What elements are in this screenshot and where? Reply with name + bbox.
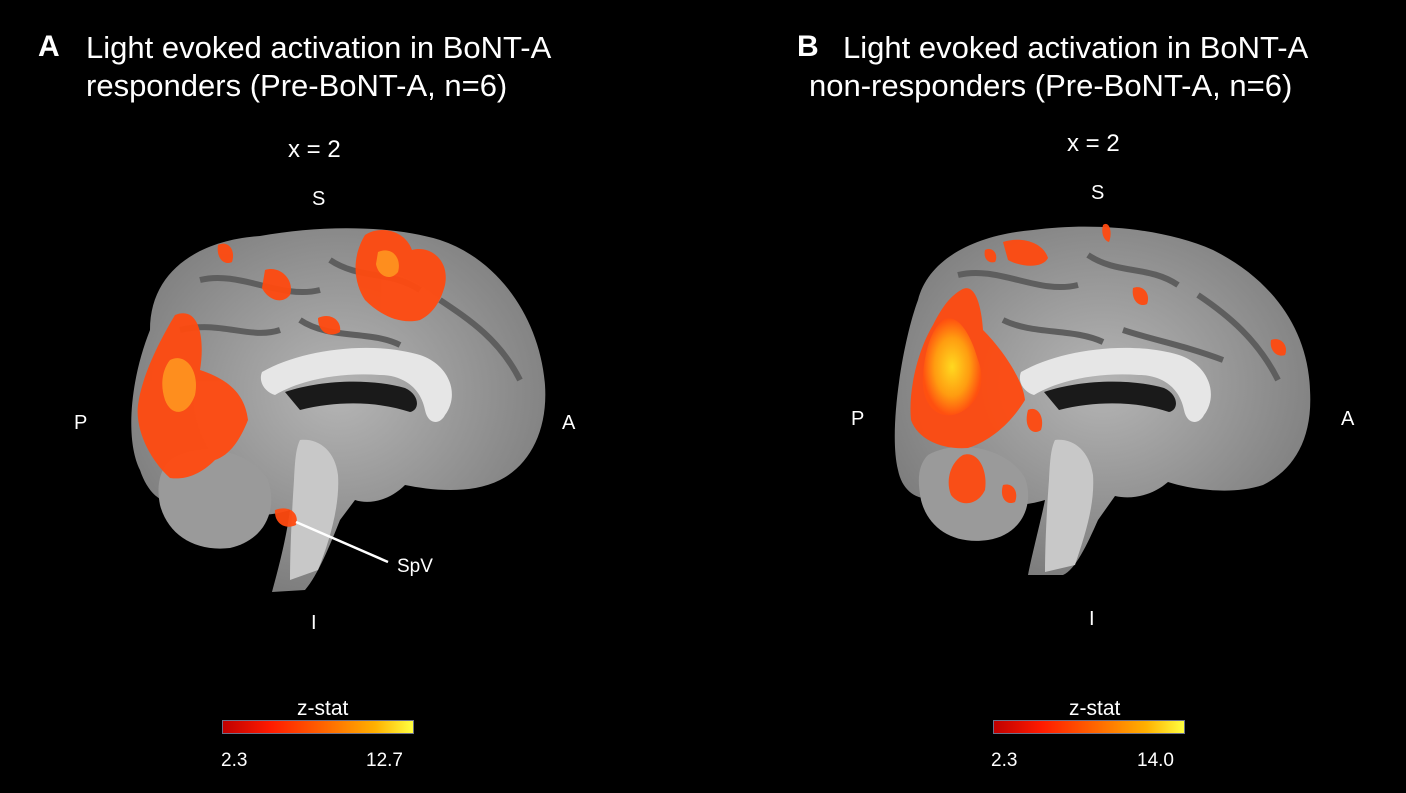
orientation-inferior: I xyxy=(1089,608,1095,630)
colorbar-label: z-stat xyxy=(1069,697,1121,720)
panel-letter: B xyxy=(797,30,819,63)
panel-b: B Light evoked activation in BoNT-A non-… xyxy=(703,0,1406,793)
orientation-inferior: I xyxy=(311,612,317,634)
colorbar xyxy=(222,720,414,734)
spv-pointer-line xyxy=(295,520,389,564)
colorbar xyxy=(993,720,1185,734)
colorbar-min: 2.3 xyxy=(221,750,248,771)
panel-letter: A xyxy=(38,30,60,63)
panel-title-line1: Light evoked activation in BoNT-A xyxy=(843,30,1309,65)
panel-title-line1: Light evoked activation in BoNT-A xyxy=(86,30,552,65)
colorbar-min: 2.3 xyxy=(991,750,1018,771)
panel-a: A Light evoked activation in BoNT-A resp… xyxy=(38,30,576,771)
colorbar-max: 14.0 xyxy=(1137,750,1174,771)
orientation-anterior: A xyxy=(562,412,576,434)
orientation-superior: S xyxy=(1091,182,1105,204)
slice-coordinate: x = 2 xyxy=(288,136,341,163)
orientation-posterior: P xyxy=(74,412,88,434)
panel-title-line2: non-responders (Pre-BoNT-A, n=6) xyxy=(809,68,1293,103)
orientation-posterior: P xyxy=(851,408,865,430)
orientation-superior: S xyxy=(312,188,326,210)
brain-sagittal-image xyxy=(894,223,1311,575)
orientation-anterior: A xyxy=(1341,408,1355,430)
colorbar-label: z-stat xyxy=(297,697,349,720)
panel-title-line2: responders (Pre-BoNT-A, n=6) xyxy=(86,68,508,103)
spv-annotation: SpV xyxy=(397,556,433,577)
brain-sagittal-image xyxy=(131,228,546,592)
slice-coordinate: x = 2 xyxy=(1067,130,1120,157)
colorbar-max: 12.7 xyxy=(366,750,403,771)
